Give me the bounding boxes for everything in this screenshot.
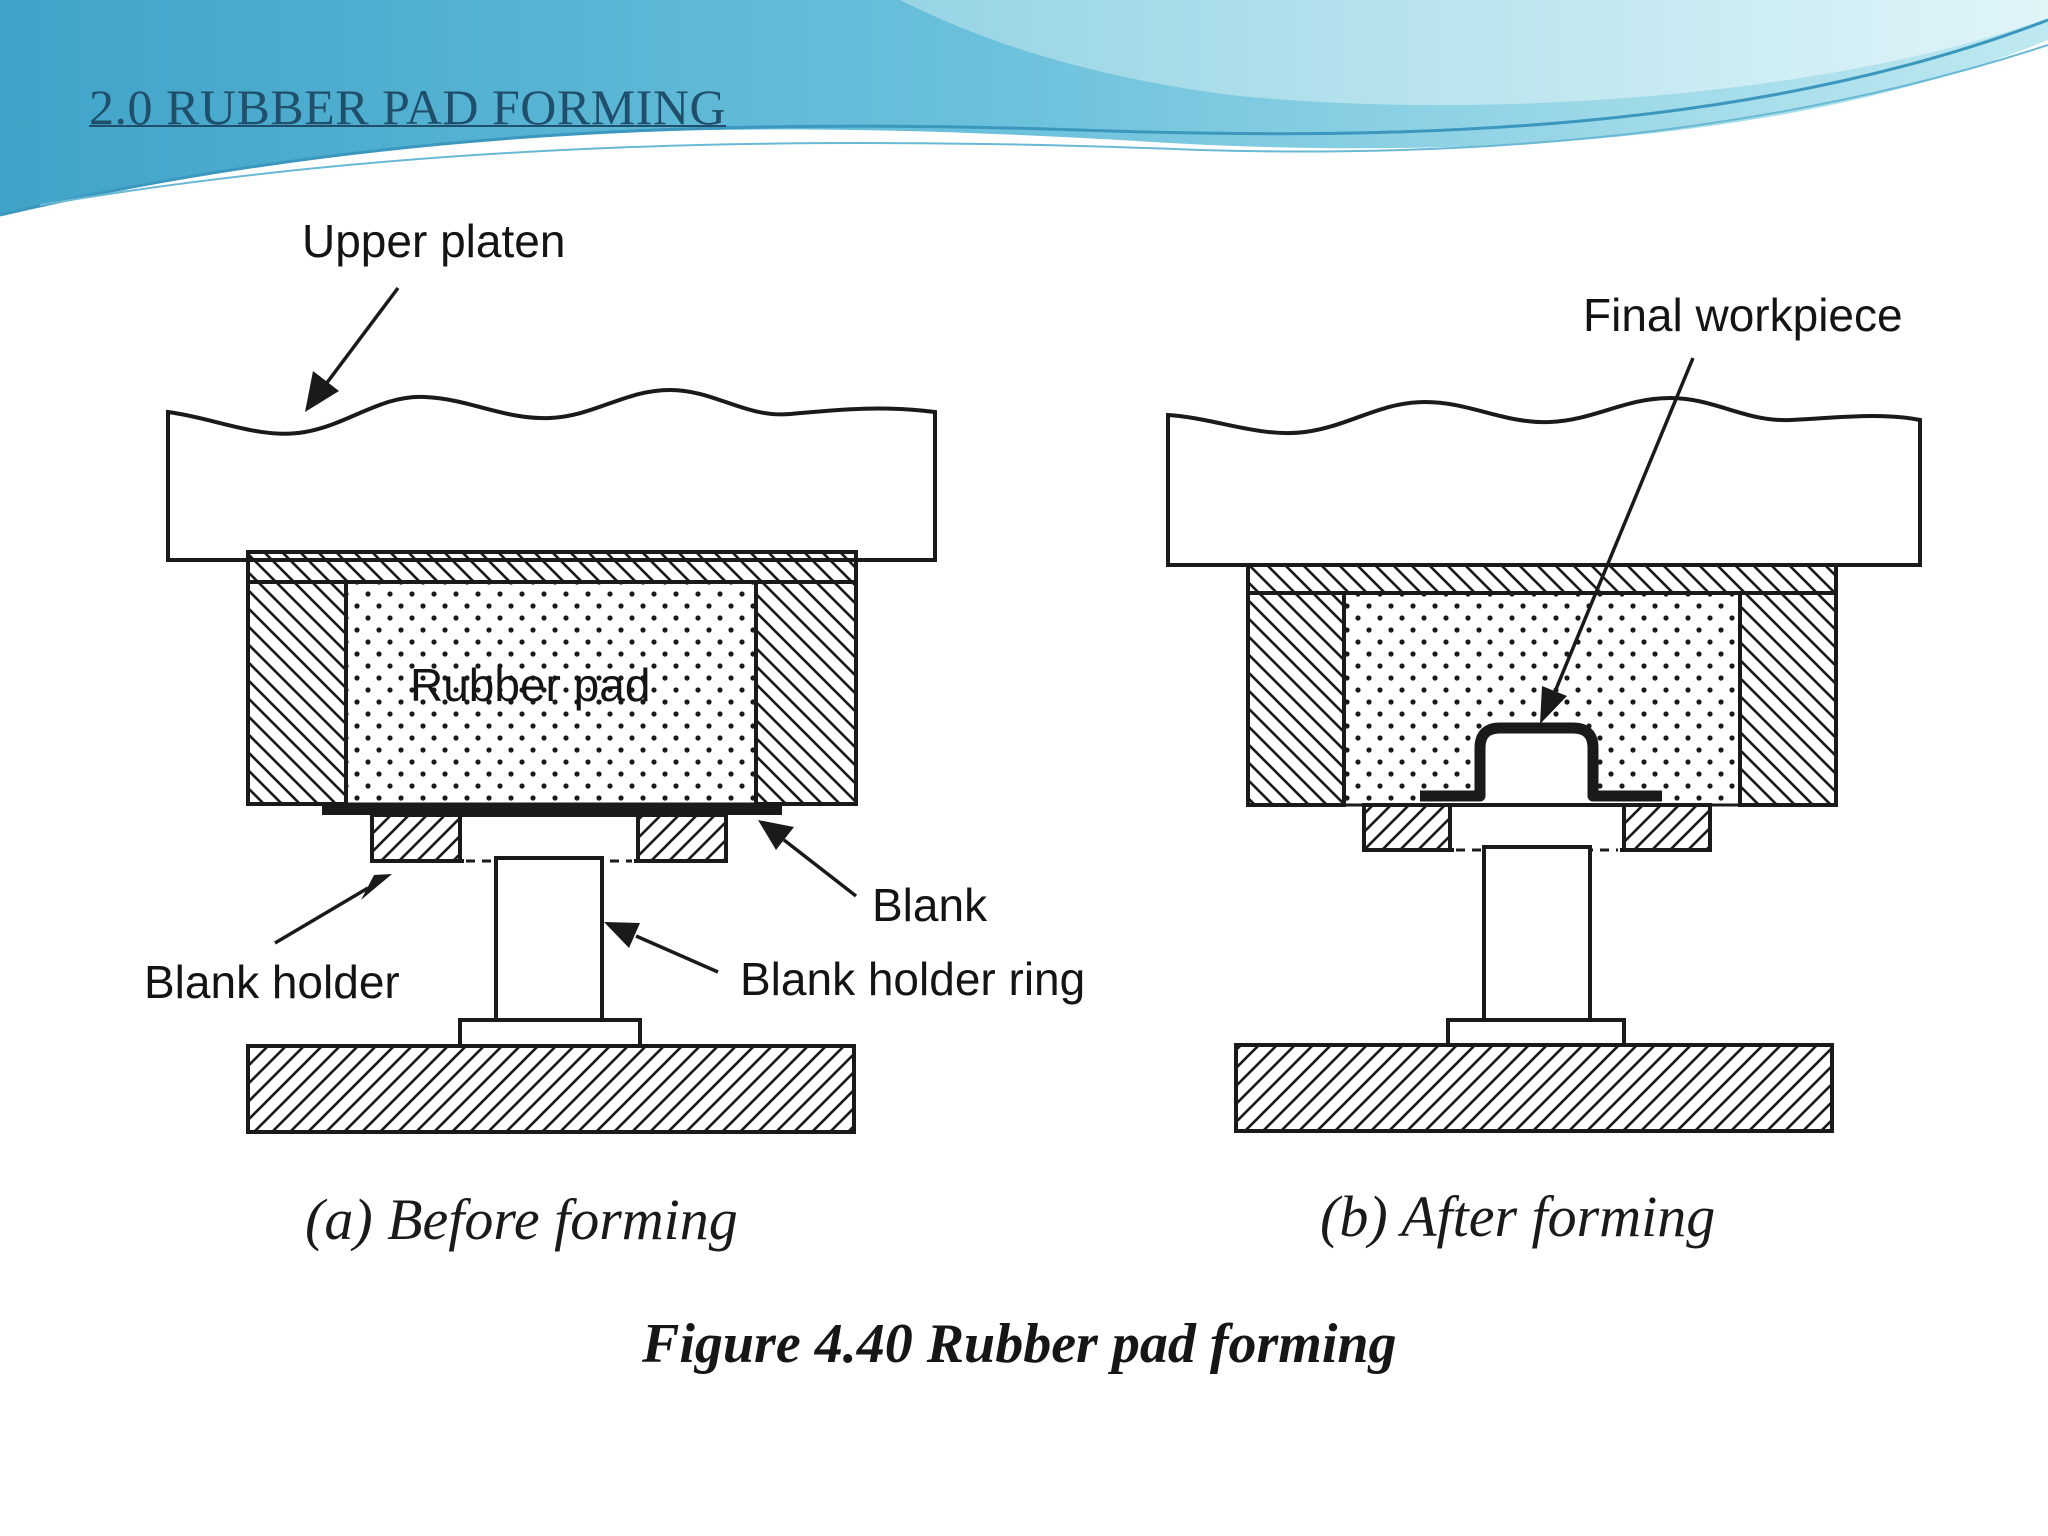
arrowhead-final-workpiece xyxy=(1540,686,1567,724)
pad-housing-top-plate-a xyxy=(246,550,858,584)
panel-a-caption: (a) Before forming xyxy=(305,1187,738,1252)
formed-workpiece-b xyxy=(1420,722,1662,802)
label-blank-holder: Blank holder xyxy=(144,956,400,1008)
label-final-workpiece: Final workpiece xyxy=(1583,289,1903,341)
panel-b-caption: (b) After forming xyxy=(1320,1184,1716,1249)
leader-arrows xyxy=(274,286,1695,974)
blank-sheet-a xyxy=(322,804,782,815)
base-plate-b xyxy=(1234,1043,1834,1133)
arrowhead-blank xyxy=(758,820,794,850)
punch-stem-b xyxy=(1482,845,1592,1022)
punch-foot-a xyxy=(458,1018,642,1048)
arrow-final-workpiece xyxy=(1552,357,1695,695)
arrowhead-upper-platen xyxy=(305,371,339,412)
label-upper-platen: Upper platen xyxy=(302,215,566,267)
pad-housing-right-wall-b xyxy=(1738,591,1838,807)
pad-housing-right-wall-a xyxy=(754,580,858,806)
panel-a-before-forming xyxy=(166,387,937,1134)
arrow-upper-platen xyxy=(324,286,400,386)
blank-holder-left-a xyxy=(370,813,462,863)
blank-holder-left-b xyxy=(1362,803,1452,852)
punch-head-a xyxy=(458,813,640,863)
pad-housing-left-wall-a xyxy=(246,580,348,806)
arrowhead-blank-holder-ring xyxy=(604,922,640,948)
base-plate-a xyxy=(246,1044,856,1134)
rubber-pad-a xyxy=(344,580,758,806)
upper-platen-a xyxy=(166,387,937,562)
label-blank-holder-ring: Blank holder ring xyxy=(740,953,1086,1005)
blank-holder-right-b xyxy=(1622,803,1712,852)
blank-holder-right-a xyxy=(636,813,728,863)
label-blank: Blank xyxy=(872,879,988,931)
arrow-blank xyxy=(782,838,858,898)
punch-cavity-b xyxy=(1480,728,1593,803)
arrow-blank-holder xyxy=(274,886,369,945)
punch-foot-b xyxy=(1446,1018,1626,1047)
punch-head-b xyxy=(1448,803,1626,852)
upper-platen-b xyxy=(1166,395,1922,567)
pad-housing-left-wall-b xyxy=(1246,591,1346,807)
arrow-blank-holder-ring xyxy=(635,934,719,974)
header-wave-decoration xyxy=(0,0,2048,217)
label-rubber-pad: Rubber pad xyxy=(410,659,651,711)
arrowhead-blank-holder xyxy=(361,874,392,900)
panel-b-after-forming xyxy=(1166,395,1922,1133)
slide-title: 2.0 RUBBER PAD FORMING xyxy=(89,79,727,135)
punch-stem-a xyxy=(494,856,604,1022)
figure-caption: Figure 4.40 Rubber pad forming xyxy=(642,1313,1397,1375)
pad-housing-top-plate-b xyxy=(1246,563,1838,595)
